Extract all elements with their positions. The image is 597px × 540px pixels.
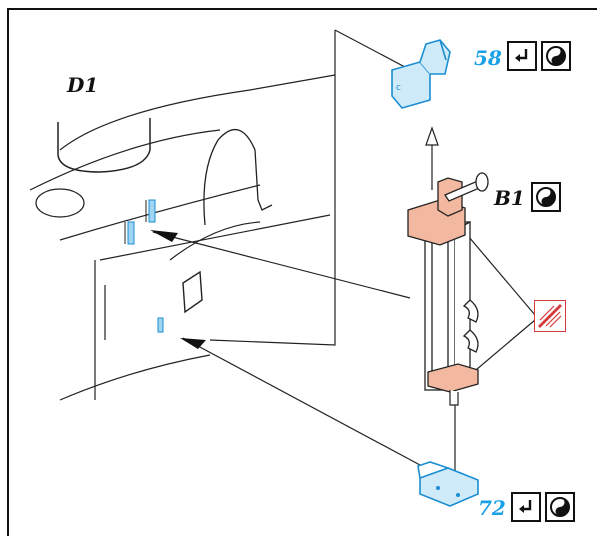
yin-yang-rotate-icon: [531, 182, 561, 212]
diagram-frame: [7, 8, 594, 536]
mount-plate: [182, 270, 203, 314]
plane-lines: [209, 30, 336, 346]
screw-in-icon: [511, 492, 541, 522]
bottom-bracket-salmon: [427, 363, 479, 393]
slot-highlight-1: [127, 221, 135, 245]
screw-in-icon: [507, 41, 537, 71]
slot-highlight-2: [148, 199, 156, 223]
arrow-head-up: [425, 126, 439, 146]
label-d1: D1: [67, 73, 99, 97]
svg-text:c: c: [396, 83, 401, 93]
body-contour-top: [59, 74, 336, 151]
yin-yang-rotate-icon: [545, 492, 575, 522]
body-contour-bottom: [59, 354, 211, 401]
spring-clips: [462, 299, 479, 353]
arrow-line-1: [152, 231, 411, 299]
bobbin-assembly: [424, 220, 471, 391]
yin-yang-rotate-icon: [541, 41, 571, 71]
u-slot: [57, 118, 151, 173]
arrow-line-72: [182, 337, 421, 466]
slot-highlight-3: [157, 317, 164, 333]
bracket-58: [391, 39, 451, 109]
label-part-72: 72: [478, 496, 506, 520]
oval-hole: [35, 188, 85, 218]
hook-shape: [203, 129, 273, 226]
screw-b1: [444, 172, 489, 202]
body-contour-3: [59, 184, 261, 241]
bracket-72: [417, 461, 479, 507]
body-contour-2: [29, 129, 221, 191]
grease-icon: [534, 300, 566, 332]
top-bracket-salmon: [407, 177, 466, 246]
label-part-58: 58: [474, 46, 502, 70]
arrow-head-1: [150, 230, 178, 242]
arrow-head-2: [180, 338, 206, 349]
label-b1: B1: [494, 186, 525, 210]
body-contour-4: [99, 214, 331, 261]
